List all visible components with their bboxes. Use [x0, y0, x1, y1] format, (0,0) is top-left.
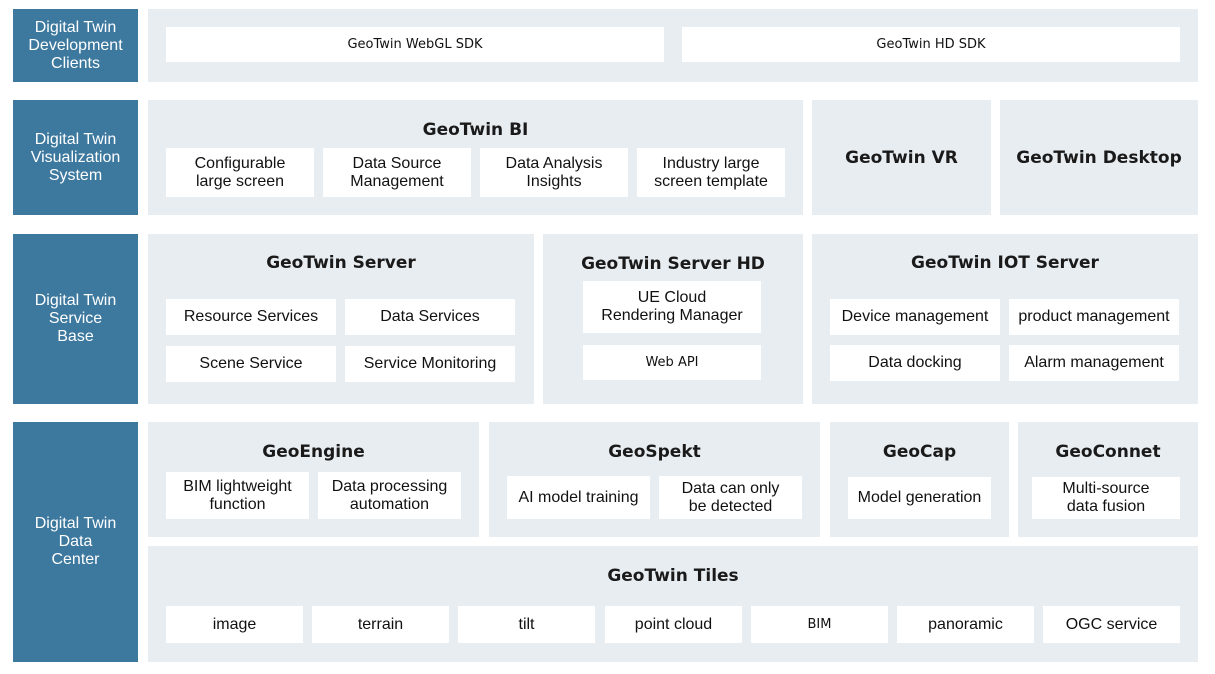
- geotwin-hd-sdk-box: GeoTwin HD SDK: [682, 27, 1180, 62]
- geocap-title: GeoCap: [882, 442, 957, 462]
- geoengine-panel: GeoEngine BIM lightweight function Data …: [148, 422, 479, 537]
- geotwin-desktop-panel: GeoTwin Desktop: [1000, 100, 1198, 215]
- server-item-scene-service: Scene Service: [166, 346, 336, 382]
- server-hd-item-web-api: Web API: [583, 345, 761, 380]
- iot-item-data-docking: Data docking: [830, 345, 1000, 381]
- tiles-item-terrain: terrain: [312, 606, 449, 643]
- tiles-item-bim: BIM: [751, 606, 888, 643]
- geotwin-server-hd-title: GeoTwin Server HD: [581, 254, 765, 274]
- clients-panel: GeoTwin WebGL SDK GeoTwin HD SDK: [148, 9, 1198, 82]
- layer-label-development-clients: Digital Twin Development Clients: [13, 9, 138, 82]
- server-item-resource-services: Resource Services: [166, 299, 336, 335]
- tiles-item-panoramic: panoramic: [897, 606, 1034, 643]
- tiles-item-tilt: tilt: [458, 606, 595, 643]
- bi-item-data-analysis-insights: Data Analysis Insights: [480, 148, 628, 197]
- geocap-panel: GeoCap Model generation: [830, 422, 1009, 537]
- geospekt-title: GeoSpekt: [608, 442, 701, 462]
- geotwin-tiles-title: GeoTwin Tiles: [607, 566, 739, 586]
- geotwin-iot-server-panel: GeoTwin IOT Server Device management pro…: [812, 234, 1198, 404]
- geotwin-server-panel: GeoTwin Server Resource Services Data Se…: [148, 234, 534, 404]
- geotwin-vr-title: GeoTwin VR: [845, 147, 958, 168]
- bi-item-configurable-large-screen: Configurable large screen: [166, 148, 314, 197]
- layer-label-data-center: Digital Twin Data Center: [13, 422, 138, 662]
- tiles-item-point-cloud: point cloud: [605, 606, 742, 643]
- geoengine-item-data-processing-automation: Data processing automation: [318, 472, 461, 519]
- geotwin-desktop-title: GeoTwin Desktop: [1016, 147, 1182, 168]
- geospekt-item-ai-model-training: AI model training: [507, 476, 650, 519]
- server-item-data-services: Data Services: [345, 299, 515, 335]
- tiles-item-ogc-service: OGC service: [1043, 606, 1180, 643]
- geospekt-item-data-can-only-be-detected: Data can only be detected: [659, 476, 802, 519]
- geotwin-server-hd-panel: GeoTwin Server HD UE Cloud Rendering Man…: [543, 234, 803, 404]
- server-hd-item-ue-cloud-rendering-manager: UE Cloud Rendering Manager: [583, 281, 761, 333]
- server-item-service-monitoring: Service Monitoring: [345, 346, 515, 382]
- geotwin-webgl-sdk-box: GeoTwin WebGL SDK: [166, 27, 664, 62]
- geotwin-bi-title: GeoTwin BI: [422, 120, 529, 140]
- geotwin-server-title: GeoTwin Server: [266, 253, 416, 273]
- layer-label-service-base: Digital Twin Service Base: [13, 234, 138, 404]
- geotwin-bi-panel: GeoTwin BI Configurable large screen Dat…: [148, 100, 803, 215]
- tiles-item-image: image: [166, 606, 303, 643]
- bi-item-industry-large-screen-template: Industry large screen template: [637, 148, 785, 197]
- geotwin-vr-panel: GeoTwin VR: [812, 100, 991, 215]
- geoengine-item-bim-lightweight-function: BIM lightweight function: [166, 472, 309, 519]
- geotwin-iot-server-title: GeoTwin IOT Server: [911, 253, 1099, 273]
- geoconnet-title: GeoConnet: [1055, 442, 1161, 462]
- iot-item-alarm-management: Alarm management: [1009, 345, 1179, 381]
- geoengine-title: GeoEngine: [262, 442, 365, 462]
- geoconnet-item-multi-source-data-fusion: Multi-source data fusion: [1032, 477, 1180, 519]
- geocap-item-model-generation: Model generation: [848, 477, 991, 519]
- iot-item-product-management: product management: [1009, 299, 1179, 335]
- geoconnet-panel: GeoConnet Multi-source data fusion: [1018, 422, 1198, 537]
- geospekt-panel: GeoSpekt AI model training Data can only…: [489, 422, 820, 537]
- iot-item-device-management: Device management: [830, 299, 1000, 335]
- layer-label-visualization-system: Digital Twin Visualization System: [13, 100, 138, 215]
- geotwin-tiles-panel: GeoTwin Tiles image terrain tilt point c…: [148, 546, 1198, 662]
- bi-item-data-source-management: Data Source Management: [323, 148, 471, 197]
